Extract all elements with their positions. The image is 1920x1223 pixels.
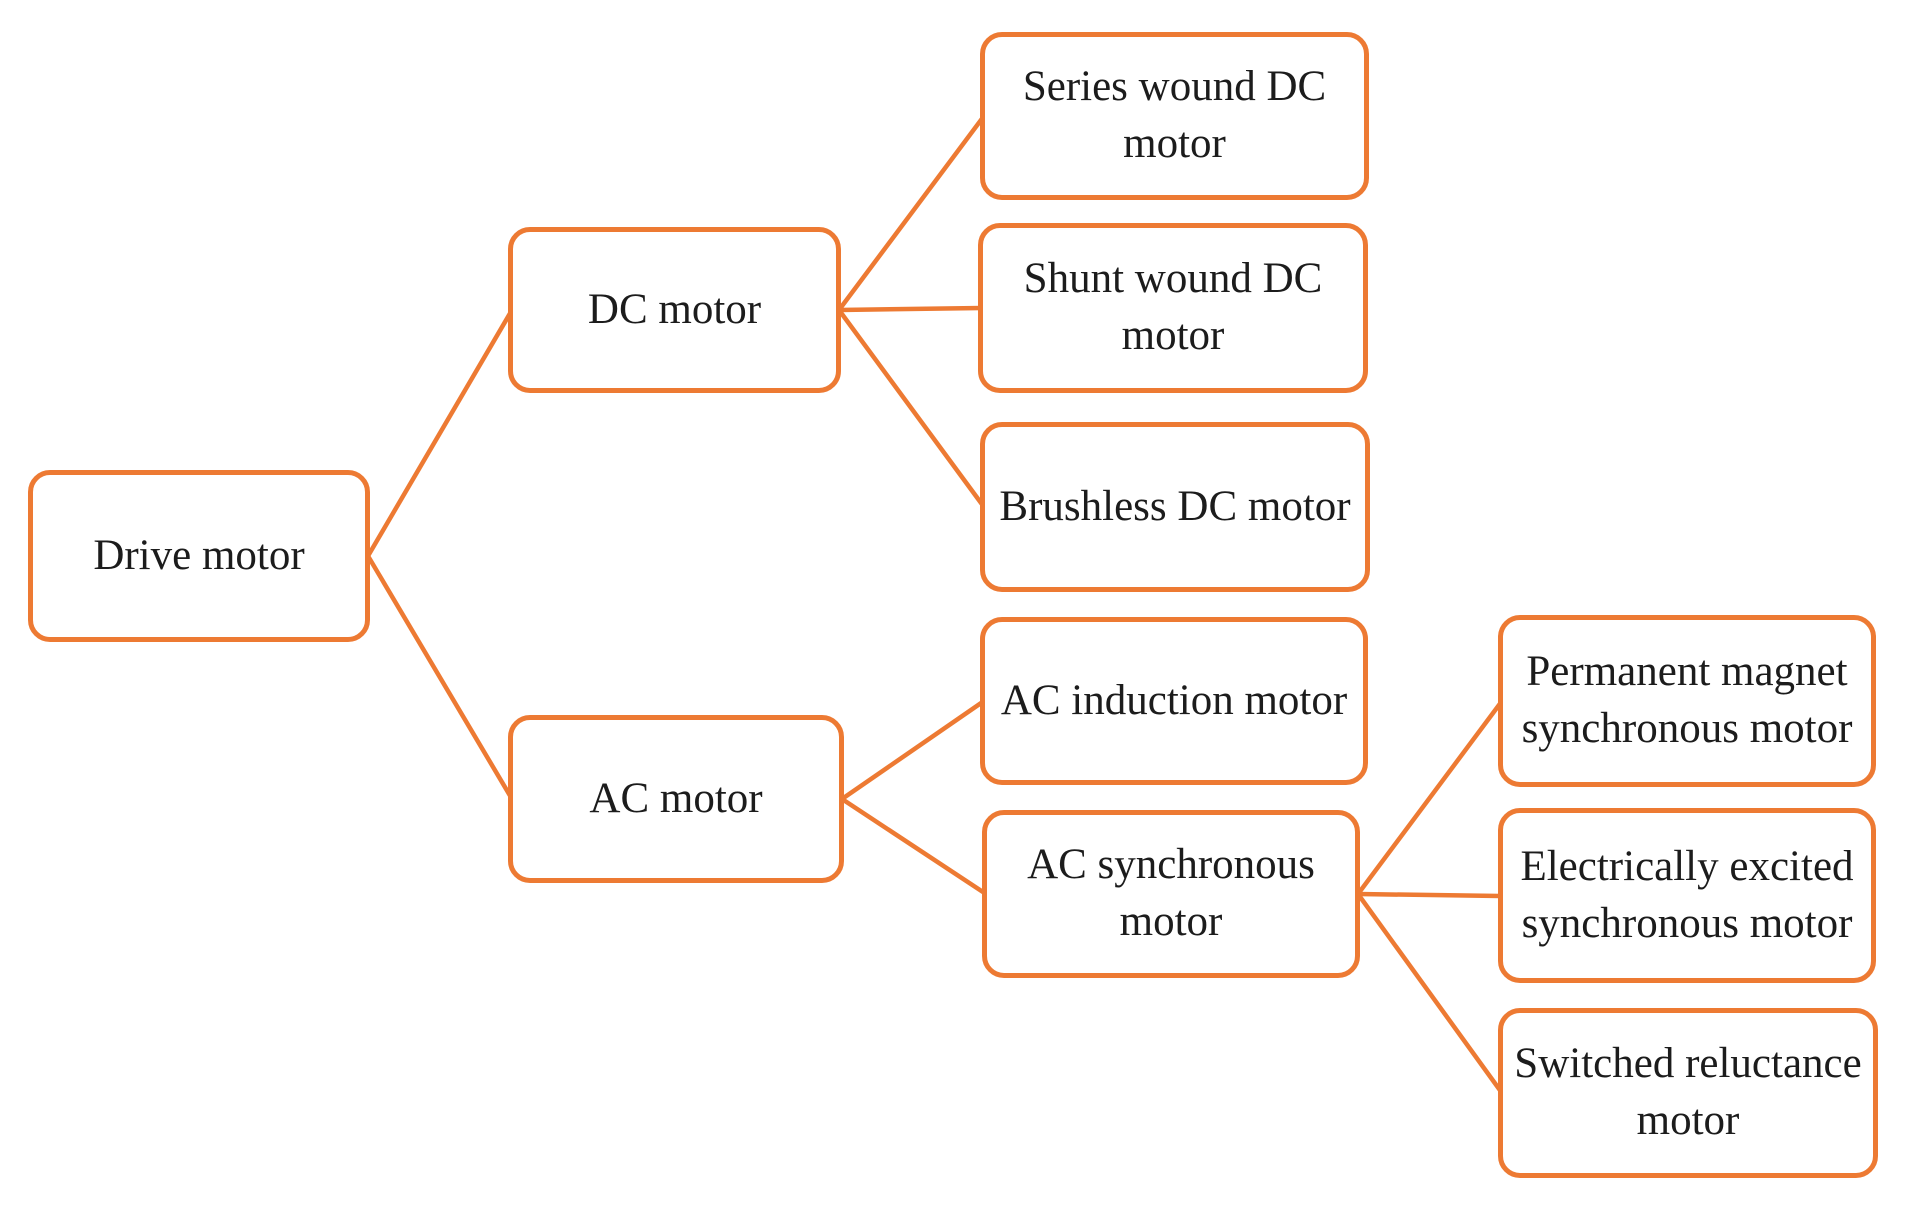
node-switched-reluctance-motor-label: Switched reluctance motor (1514, 1040, 1862, 1144)
connector-dc-series (836, 113, 987, 313)
node-brushless-dc-motor: Brushless DC motor (980, 422, 1370, 592)
node-ac-induction-motor-label: AC induction motor (1000, 676, 1348, 724)
connector-ac-synchronous (839, 796, 989, 897)
node-permanent-magnet-synchronous-motor-label: Permanent magnet synchronous motor (1521, 648, 1853, 752)
connector-dc-shunt (836, 305, 985, 313)
node-drive-motor: Drive motor (28, 470, 370, 642)
node-ac-synchronous-motor: AC synchronous motor (982, 810, 1360, 978)
node-ac-motor-label: AC motor (589, 774, 763, 822)
node-electrically-excited-synchronous-motor-label: Electrically excited synchronous motor (1520, 842, 1854, 947)
connector-dc-brushless (836, 307, 987, 510)
connector-synchronous-pmsm (1355, 698, 1505, 897)
node-series-wound-dc-motor: Series wound DC motor (980, 32, 1369, 200)
node-ac-synchronous-motor-label: AC synchronous motor (1027, 841, 1315, 945)
connector-synchronous-eesm (1355, 891, 1503, 899)
connector-synchronous-srm (1355, 891, 1505, 1096)
node-switched-reluctance-motor: Switched reluctance motor (1498, 1008, 1878, 1178)
node-drive-motor-label: Drive motor (93, 531, 305, 579)
node-electrically-excited-synchronous-motor: Electrically excited synchronous motor (1498, 808, 1876, 983)
node-brushless-dc-motor-label: Brushless DC motor (999, 482, 1351, 530)
node-dc-motor: DC motor (508, 227, 841, 393)
node-ac-induction-motor: AC induction motor (980, 617, 1368, 785)
node-series-wound-dc-motor-label: Series wound DC motor (1022, 63, 1327, 167)
node-shunt-wound-dc-motor: Shunt wound DC motor (978, 223, 1368, 393)
node-permanent-magnet-synchronous-motor: Permanent magnet synchronous motor (1498, 615, 1876, 787)
node-ac-motor: AC motor (508, 715, 844, 883)
connector-drive-dc (365, 307, 515, 559)
connector-drive-ac (365, 553, 515, 802)
node-dc-motor-label: DC motor (587, 285, 762, 333)
connector-ac-induction (839, 698, 987, 802)
node-shunt-wound-dc-motor-label: Shunt wound DC motor (1023, 255, 1323, 359)
